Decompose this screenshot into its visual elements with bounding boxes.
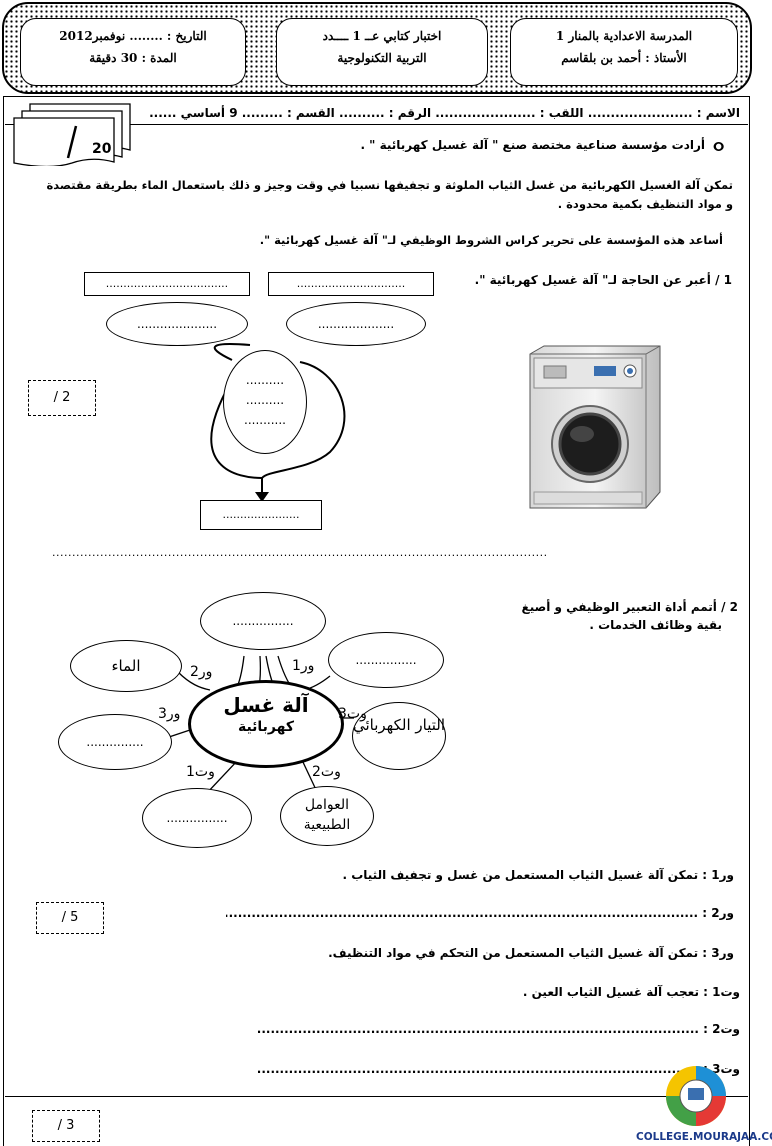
intro-line-1: أرادت مؤسسة صناعية مختصة صنع " آلة غسيل … [360,138,705,152]
intro-line-4: أساعد هذه المؤسسة على تحرير كراس الشروط … [259,233,723,247]
watermark-text: COLLEGE.MOURAJAA.COM [636,1131,772,1143]
oval-line-3: ........... [244,413,286,427]
q2-sat-right-mid: التيار الكهربائي [352,702,446,770]
site-logo-icon [666,1066,726,1126]
oval-line-1: .......... [245,373,285,387]
answer-wr2[interactable]: ور2 : ..................................… [226,906,734,920]
q2-score-box: / 5 [36,902,104,934]
oval-line-2: .......... [245,393,285,407]
exam-date: التاريخ : ........ نوفمبر2012 [59,29,207,43]
exam-duration: المدة : 30 دقيقة [89,51,177,65]
label-wt3: وت3 [338,706,367,722]
label-wr1: ور1 [292,658,315,674]
label-wt2: وت2 [312,764,341,780]
intro-line-2: تمكن آلة الغسيل الكهربائية من غسل الثياب… [46,178,734,192]
bullet-icon: ⵔ [713,140,725,154]
q1-ellipse-right[interactable]: .................... [286,302,426,346]
product-name-line-2: كهربائية [237,719,295,735]
q1-score-box: / 2 [28,380,96,416]
divider [5,1096,748,1097]
total-score-badge [13,103,131,166]
divider [5,124,748,125]
washing-machine-icon [529,345,661,509]
q1-ellipse-left[interactable]: ..................... [106,302,248,346]
q2-sat-left-top: الماء [70,640,182,692]
header-exam-box: اختبار كتابي عــ 1 ــــدد التربية التكنو… [276,18,488,86]
q1-title: 1 / أعبر عن الحاجة لـ" آلة غسيل كهربائية… [474,273,732,287]
student-info-line: الاسم : ....................... اللقب : … [149,106,740,120]
total-score-value: 20 [92,141,112,157]
product-name-line-1: آلة غسل [223,693,309,717]
label-wr3: ور3 [158,706,181,722]
label-wr2: ور2 [190,664,213,680]
header-banner: التاريخ : ........ نوفمبر2012 المدة : 30… [2,2,752,94]
q2-sat-bottom-right: العوامل الطبيعية [280,786,374,846]
q2-sat-left-mid[interactable]: ............... [58,714,172,770]
q2-product-ellipse: آلة غسل كهربائية [188,680,344,768]
q2-sat-bottom-left[interactable]: ................ [142,788,252,848]
q1-central-oval[interactable]: .......... .......... ........... [223,350,307,454]
header-school-box: المدرسة الاعدادية بالمنار 1 الأستاذ : أح… [510,18,738,86]
answer-wt1: وت1 : تعجب آلة غسيل الثياب العين . [522,985,740,999]
school-name: المدرسة الاعدادية بالمنار 1 [555,29,693,43]
q2-title-line-1: 2 / أتمم أداة التعبير الوظيفي و أصيغ [521,600,738,614]
answer-wt3[interactable]: وت3 : ..................................… [258,1062,740,1076]
exam-sheet-frame [3,96,750,1146]
q2-title-line-2: بقية وظائف الخدمات . [589,618,722,632]
q1-box-bottom[interactable]: ...................... [200,500,322,530]
q1-bete-a-corne-diagram [210,343,346,502]
q1-answer-line[interactable]: ........................................… [52,546,548,559]
answer-wr3: ور3 : تمكن آلة غسيل الثياب المستعمل من ا… [328,946,734,960]
exam-subject: التربية التكنولوجية [337,51,427,65]
q1-box-top-right[interactable]: ............................... [268,272,434,296]
label-wt1: وت1 [186,764,215,780]
q2-sat-right-top[interactable]: ................ [328,632,444,688]
answer-wt2[interactable]: وت2 : ..................................… [258,1022,740,1036]
q2-sat-top[interactable]: ................ [200,592,326,650]
intro-line-3: و مواد التنظيف بكمية محدودة . [557,197,733,211]
header-date-box: التاريخ : ........ نوفمبر2012 المدة : 30… [20,18,246,86]
teacher-name: الأستاذ : أحمد بن بلقاسم [561,51,687,65]
q1-box-top-left[interactable]: ................................... [84,272,250,296]
exam-title: اختبار كتابي عــ 1 ــــدد [322,29,442,43]
q3-score-box: / 3 [32,1110,100,1142]
answer-wr1: ور1 : تمكن آلة غسيل الثياب المستعمل من غ… [342,868,734,882]
